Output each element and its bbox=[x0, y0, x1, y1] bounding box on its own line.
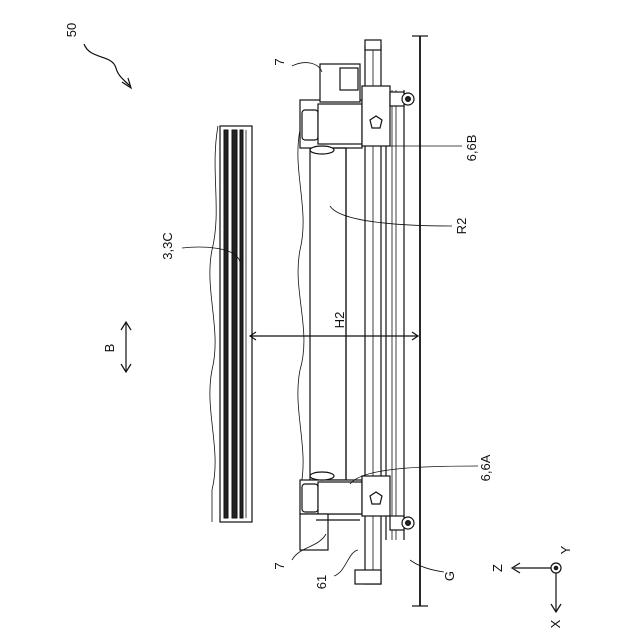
coordinate-axes: Z Y X bbox=[490, 545, 573, 628]
label-G: G bbox=[442, 571, 457, 581]
unit-6A bbox=[300, 472, 414, 550]
label-50: 50 bbox=[64, 23, 79, 37]
label-H2: H2 bbox=[332, 312, 347, 329]
label-6-6B: 6,6B bbox=[464, 135, 479, 162]
label-7-top: 7 bbox=[272, 58, 287, 65]
label-R2: R2 bbox=[454, 218, 469, 235]
label-7-bottom: 7 bbox=[272, 562, 287, 569]
direction-B: B bbox=[102, 322, 131, 372]
dimension-H2: H2 bbox=[250, 312, 418, 340]
unit-6B bbox=[300, 64, 414, 154]
leader-G: G bbox=[410, 560, 457, 581]
leader-6B: 6,6B bbox=[386, 135, 479, 162]
leader-R2: R2 bbox=[330, 206, 469, 234]
axis-label-Z: Z bbox=[490, 564, 505, 572]
label-61: 61 bbox=[314, 575, 329, 589]
label-B: B bbox=[102, 344, 117, 353]
label-6-6A: 6,6A bbox=[478, 454, 493, 481]
label-3-3C: 3,3C bbox=[160, 232, 175, 259]
leader-61: 61 bbox=[314, 550, 358, 589]
ground-line bbox=[412, 36, 428, 606]
axis-label-Y: Y bbox=[558, 545, 573, 554]
axis-label-X: X bbox=[548, 619, 563, 628]
member-3C bbox=[210, 126, 252, 522]
reference-50: 50 bbox=[64, 23, 131, 88]
leader-7-top: 7 bbox=[272, 58, 322, 72]
